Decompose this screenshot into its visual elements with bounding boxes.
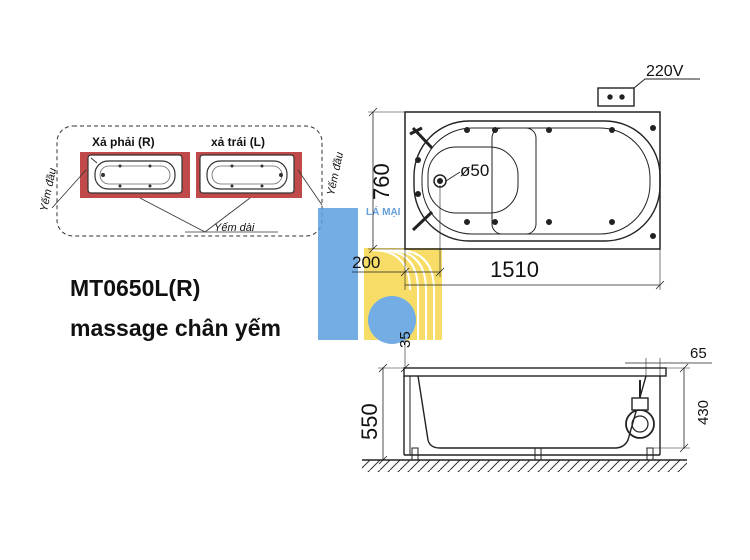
logo-blue-circle — [368, 296, 416, 344]
watermark-logo: LÁ MẠI — [318, 205, 442, 344]
label-yem-dai: Yếm dài — [214, 222, 255, 234]
label-right-drain: Xả phải (R) — [92, 135, 155, 149]
label-yem-dau-right: Yếm đầu — [325, 151, 346, 197]
dim-inner-height: 430 — [695, 400, 712, 425]
power-label: 220V — [646, 63, 684, 80]
model-title: MT0650L(R) — [70, 275, 200, 301]
label-left-drain: xả trái (L) — [211, 135, 265, 149]
side-view — [362, 340, 712, 472]
thumbnail-left-drain — [196, 152, 302, 198]
dim-lip: 65 — [690, 345, 707, 362]
pump-motor — [625, 380, 655, 439]
tub-rim-side — [403, 367, 667, 377]
logo-blue-bar — [318, 208, 358, 340]
model-subtitle: massage chân yếm — [70, 315, 281, 341]
dashed-frame — [56, 125, 323, 237]
thumbnail-panel: Xả phải (R) xả trái (L) Yếm đầu Yếm đầu … — [38, 125, 346, 237]
dim-length: 1510 — [490, 257, 539, 282]
watermark-text: LÁ MẠI — [366, 205, 401, 218]
floor-hatch — [362, 460, 687, 472]
plan-view: 220V ø50 — [352, 63, 700, 290]
massage-jets — [415, 125, 656, 239]
thumbnail-right-drain — [80, 152, 190, 198]
tub-basin-side — [417, 375, 647, 449]
label-yem-dau-left: Yếm đầu — [38, 167, 59, 213]
power-socket — [597, 78, 700, 107]
dim-drain-offset: 200 — [352, 253, 380, 272]
dim-depth: 760 — [369, 163, 394, 200]
drain-size-label: ø50 — [460, 161, 489, 180]
dim-height: 550 — [357, 403, 382, 440]
dim-rim: 35 — [397, 331, 414, 348]
